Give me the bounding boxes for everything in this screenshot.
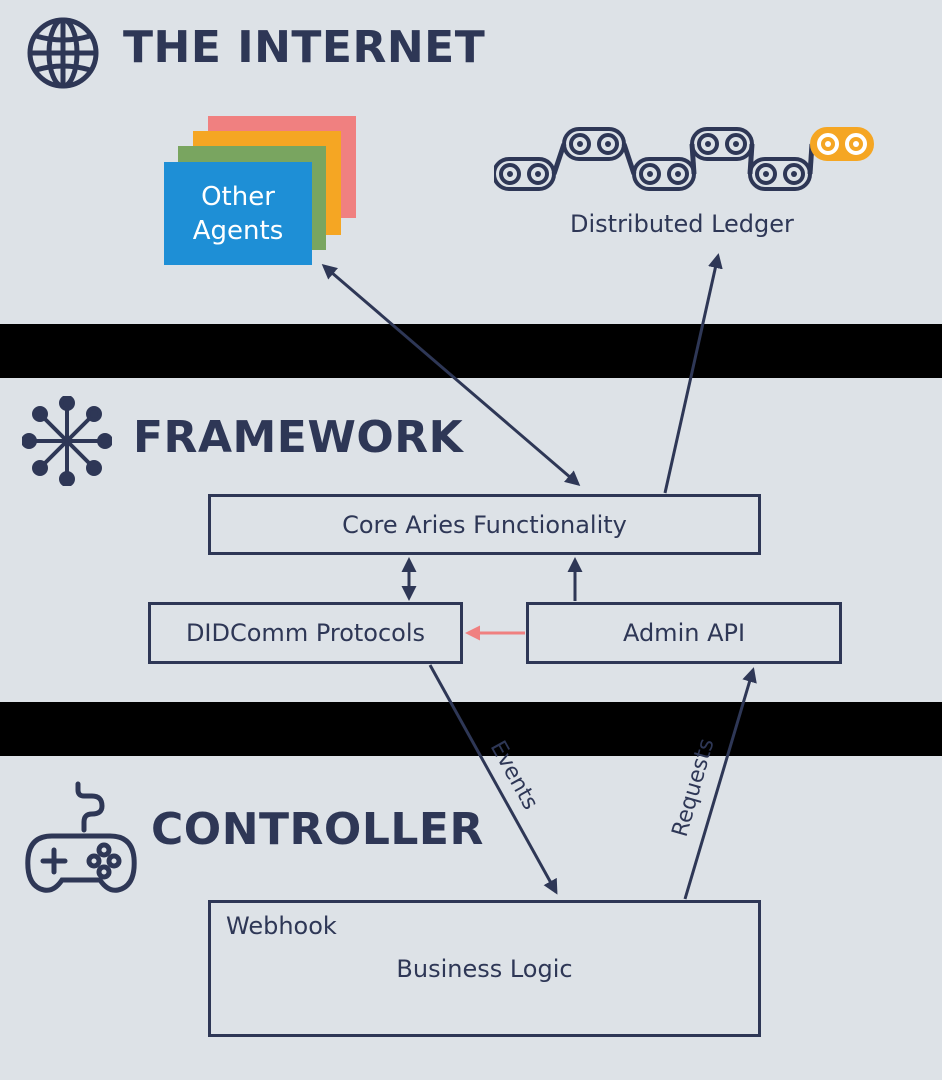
chain-link-dot bbox=[825, 141, 831, 147]
chain-icon bbox=[494, 127, 874, 191]
chain-link-dot bbox=[675, 171, 681, 177]
admin-api-label: Admin API bbox=[622, 619, 746, 647]
core-aries-functionality-label: Core Aries Functionality bbox=[342, 510, 627, 539]
other-agents-label-line1: Other bbox=[201, 181, 275, 212]
chain-link-ring bbox=[639, 163, 661, 185]
webhook-label: Webhook bbox=[226, 912, 337, 940]
chain-link-ring bbox=[527, 163, 549, 185]
agents-core-arrow bbox=[321, 264, 581, 486]
chain-link-ring bbox=[667, 163, 689, 185]
chain-link-dot bbox=[733, 141, 739, 147]
core-ledger-arrow bbox=[663, 253, 723, 494]
requests-label: Requests bbox=[668, 736, 720, 840]
chain-link-ring bbox=[783, 163, 805, 185]
globe-icon bbox=[27, 17, 99, 89]
network-hub-icon bbox=[22, 396, 112, 486]
chain-link-dot bbox=[763, 171, 769, 177]
core-aries-functionality-box: Core Aries Functionality bbox=[208, 494, 761, 555]
chain-link-dot bbox=[507, 171, 513, 177]
chain-link-ring bbox=[755, 163, 777, 185]
separator-band-bottom bbox=[0, 702, 942, 756]
events-label: Events bbox=[485, 737, 543, 814]
admin-api-box: Admin API bbox=[526, 602, 842, 664]
chain-connector bbox=[551, 143, 567, 175]
other-agents-label-line2: Agents bbox=[192, 215, 284, 246]
chain-link-ring bbox=[597, 133, 619, 155]
chain-link-dot bbox=[535, 171, 541, 177]
chain-link-dot bbox=[577, 141, 583, 147]
business-logic-box: Business Logic bbox=[208, 900, 761, 1037]
didcomm-protocols-box: DIDComm Protocols bbox=[148, 602, 463, 664]
chain-link-dot bbox=[605, 141, 611, 147]
chain-link-ring bbox=[697, 133, 719, 155]
chain-link-dot bbox=[647, 171, 653, 177]
chain-link-ring bbox=[817, 133, 839, 155]
gamepad-icon bbox=[25, 781, 137, 893]
chain-link-ring bbox=[569, 133, 591, 155]
chain-link-ring bbox=[499, 163, 521, 185]
other-agents-card: Other Agents bbox=[164, 162, 312, 265]
distributed-ledger-label: Distributed Ledger bbox=[570, 210, 794, 238]
internet-heading: THE INTERNET bbox=[123, 22, 486, 73]
chain-link-dot bbox=[853, 141, 859, 147]
chain-link-dot bbox=[791, 171, 797, 177]
didcomm-protocols-label: DIDComm Protocols bbox=[185, 619, 426, 647]
chain-link-ring bbox=[845, 133, 867, 155]
controller-heading: CONTROLLER bbox=[151, 804, 484, 855]
events-arrow bbox=[428, 664, 558, 895]
chain-link-ring bbox=[725, 133, 747, 155]
business-logic-label: Business Logic bbox=[396, 954, 573, 983]
chain-connector bbox=[621, 143, 637, 175]
requests-arrow bbox=[683, 667, 757, 900]
chain-links bbox=[494, 127, 874, 191]
chain-link-dot bbox=[705, 141, 711, 147]
